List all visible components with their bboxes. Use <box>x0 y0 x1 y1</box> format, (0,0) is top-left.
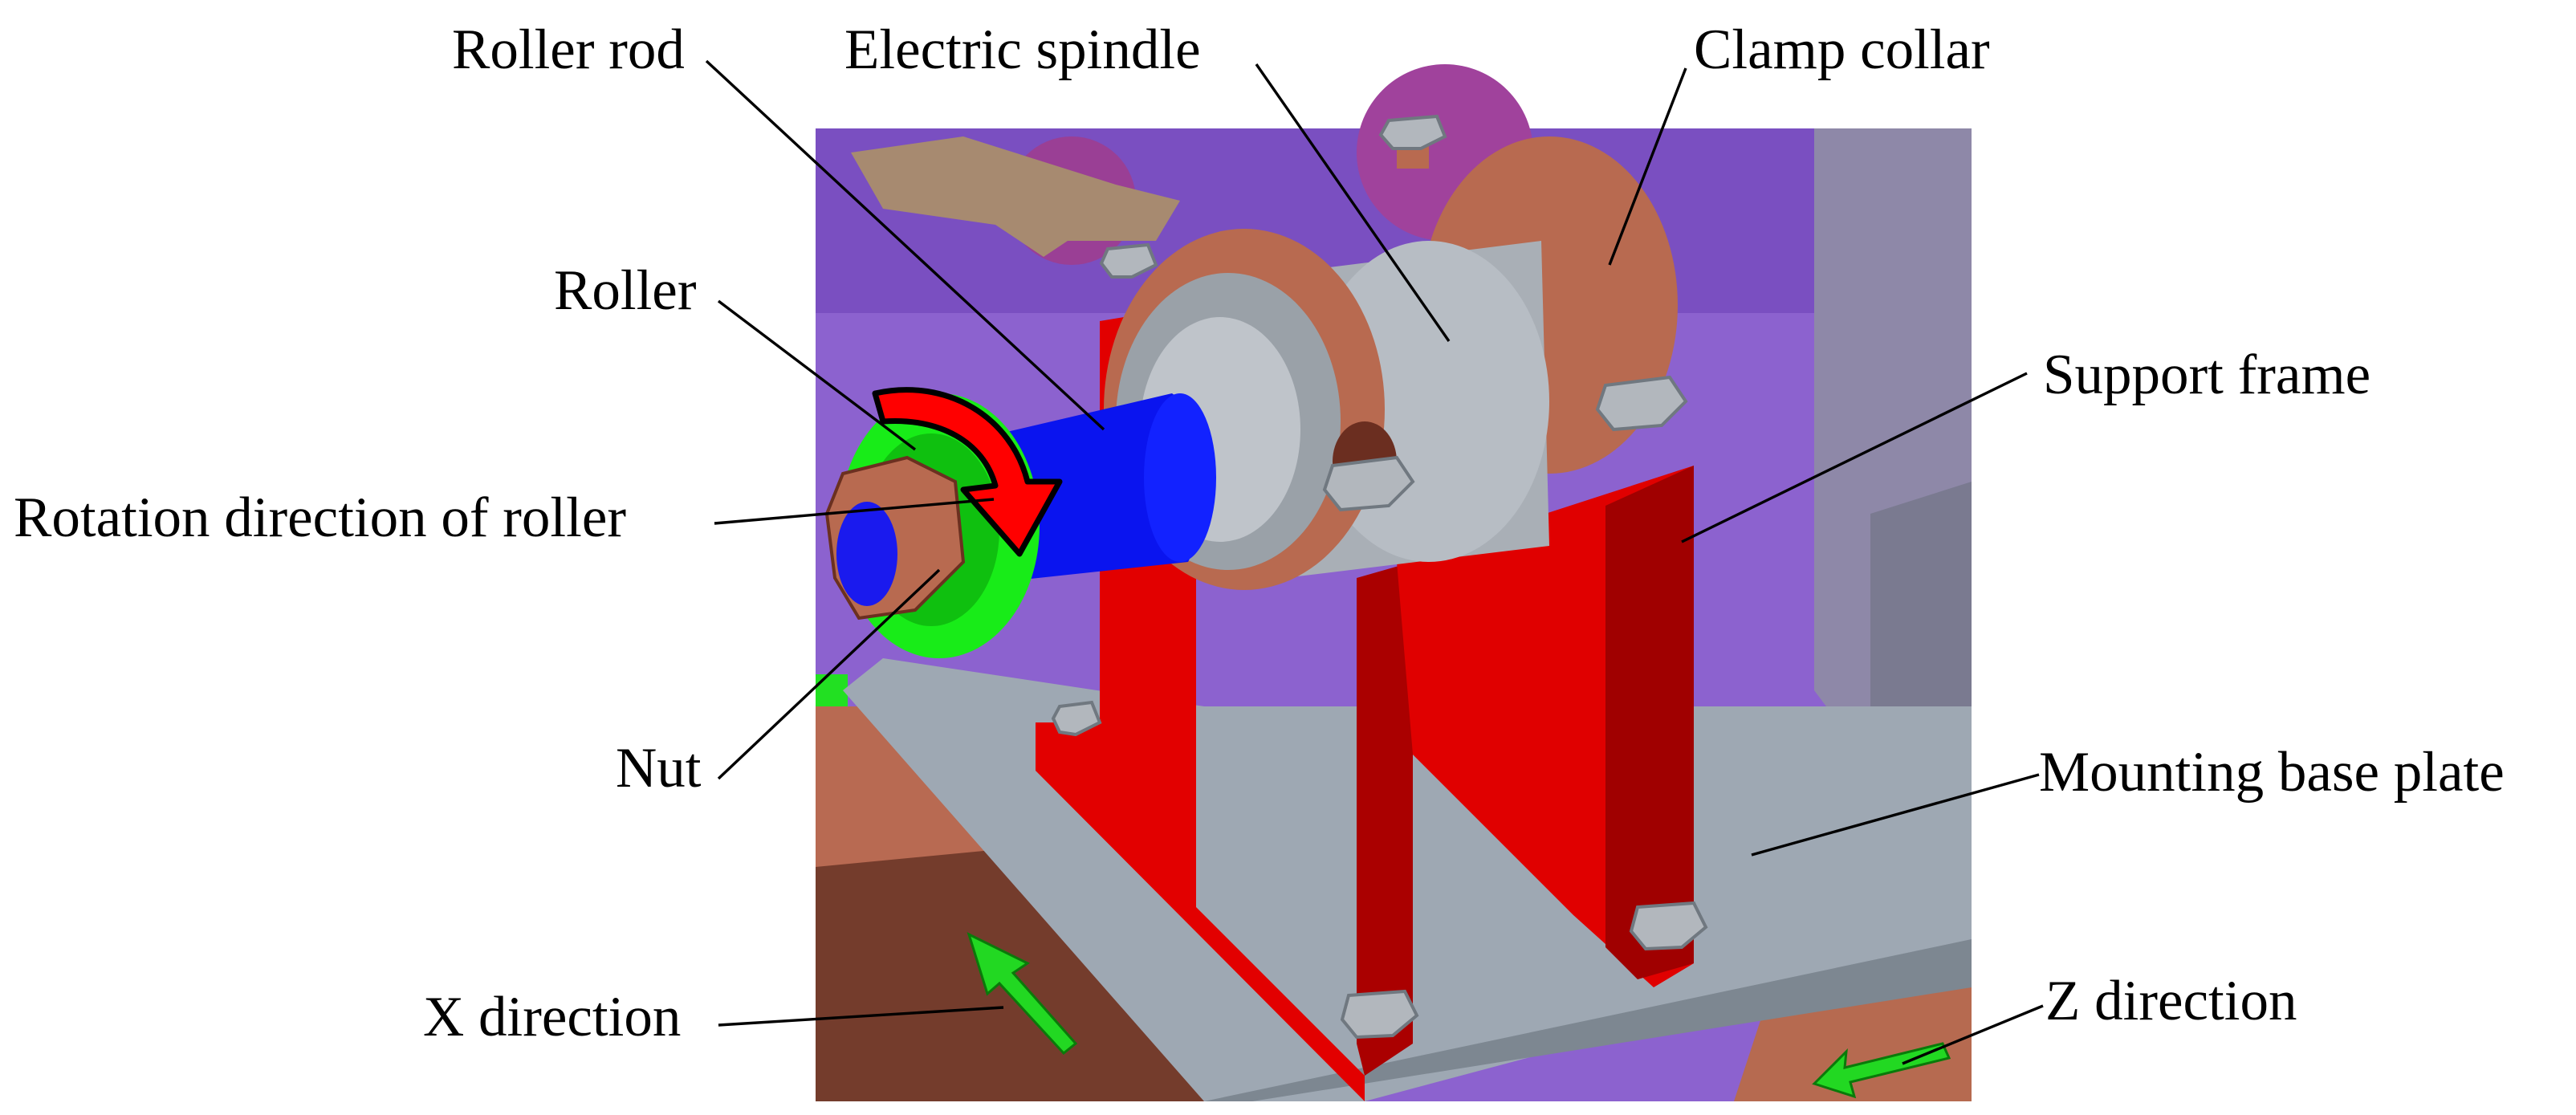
z-direction-arrow <box>1812 1042 1951 1099</box>
leader-nut <box>717 568 941 780</box>
leader-z-direction <box>1902 1004 2044 1065</box>
leader-mounting-base-plate <box>1751 773 2040 857</box>
roller-rod-end <box>1144 393 1216 562</box>
leader-roller-rod <box>705 59 1105 431</box>
label-nut: Nut <box>616 737 702 800</box>
label-support-frame: Support frame <box>2043 344 2370 406</box>
mounting-base-plate-edge <box>1204 939 1972 1101</box>
nut-bore <box>836 502 897 606</box>
label-roller: Roller <box>554 259 697 322</box>
labels: Roller rod Electric spindle Clamp collar… <box>14 18 2505 1048</box>
rotation-arrow <box>872 387 1063 557</box>
leader-roller <box>717 299 917 451</box>
support-frame-right-side <box>1605 466 1694 979</box>
label-z-direction: Z direction <box>2045 970 2297 1032</box>
label-rotation-direction: Rotation direction of roller <box>14 486 626 549</box>
render-scene <box>816 64 1972 1101</box>
label-electric-spindle: Electric spindle <box>844 18 1201 81</box>
label-clamp-collar: Clamp collar <box>1694 18 1990 81</box>
brown-base-right <box>1734 987 1972 1101</box>
label-x-direction: X direction <box>423 986 681 1048</box>
leader-lines <box>705 59 2044 1065</box>
label-mounting-base-plate: Mounting base plate <box>2039 741 2505 804</box>
right-housing-panel <box>1870 482 1972 739</box>
label-roller-rod: Roller rod <box>452 18 685 81</box>
leader-support-frame <box>1681 372 2028 543</box>
leader-rotation-direction <box>714 498 995 525</box>
brown-base-front <box>816 843 1252 1101</box>
leader-x-direction <box>718 1006 1004 1027</box>
x-direction-arrow <box>967 932 1078 1056</box>
tan-bracket <box>851 136 1180 257</box>
support-frame-left-side <box>1357 562 1413 1076</box>
leader-clamp-collar <box>1608 67 1687 266</box>
bolt-heads <box>1051 114 1708 1040</box>
leader-electric-spindle <box>1255 63 1451 342</box>
